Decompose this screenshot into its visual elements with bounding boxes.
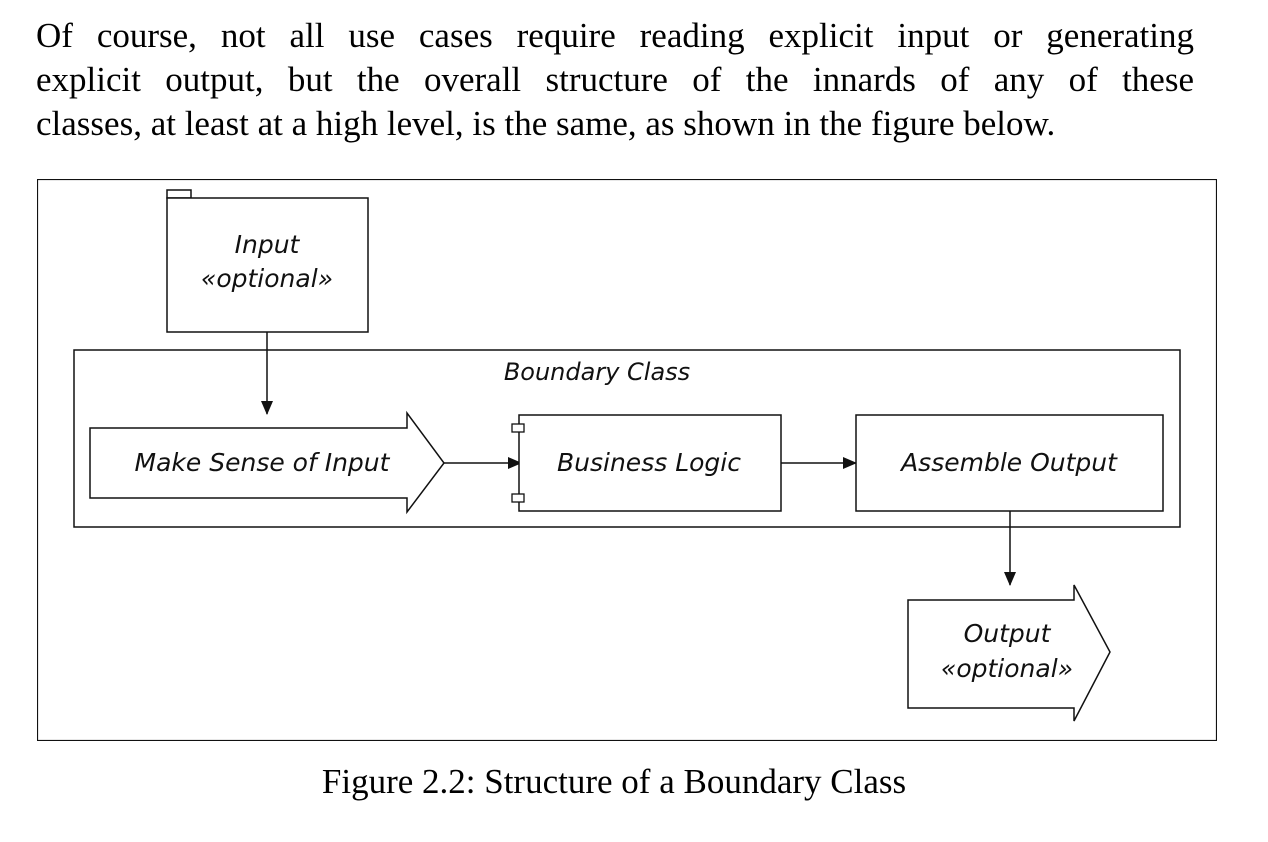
assemble-output-step: Assemble Output — [855, 414, 1164, 512]
figure-caption: Figure 2.2: Structure of a Boundary Clas… — [321, 762, 907, 801]
business-logic-label: Business Logic — [557, 448, 741, 477]
body-paragraph: Of course, not all use cases require rea… — [36, 14, 1194, 146]
make-sense-label: Make Sense of Input — [135, 448, 391, 477]
boundary-class-title: Boundary Class — [504, 358, 690, 386]
input-stereotype: «optional» — [201, 264, 333, 293]
boundary-class-container — [73, 349, 1181, 528]
business-logic-box — [518, 414, 782, 512]
boundary-class-diagram: Input «optional» Boundary Class Make Sen… — [37, 179, 1217, 741]
output-component: Output «optional» — [907, 584, 1111, 722]
figure-frame — [37, 179, 1217, 741]
business-logic-port-top — [511, 423, 525, 433]
paragraph-line-2: explicit output, but the overall structu… — [36, 60, 1194, 99]
make-sense-shape — [89, 410, 445, 515]
business-logic-port-bottom — [511, 493, 525, 503]
input-label: Input — [235, 230, 301, 259]
boundary-class-figure: Input «optional» Boundary Class Make Sen… — [37, 179, 1217, 741]
business-logic-component: Business Logic — [511, 414, 782, 512]
paragraph-line-1: Of course, not all use cases require rea… — [36, 16, 1194, 55]
input-component-box — [166, 197, 369, 333]
output-label: Output — [964, 619, 1052, 648]
paragraph-line-3: classes, at least at a high level, is th… — [36, 104, 1056, 143]
assemble-output-label: Assemble Output — [899, 448, 1118, 477]
input-component: Input «optional» — [166, 189, 369, 333]
output-stereotype: «optional» — [941, 654, 1073, 683]
make-sense-of-input-step: Make Sense of Input — [89, 410, 445, 515]
assemble-output-box — [855, 414, 1164, 512]
output-shape — [907, 584, 1111, 722]
input-component-tab — [166, 189, 192, 199]
